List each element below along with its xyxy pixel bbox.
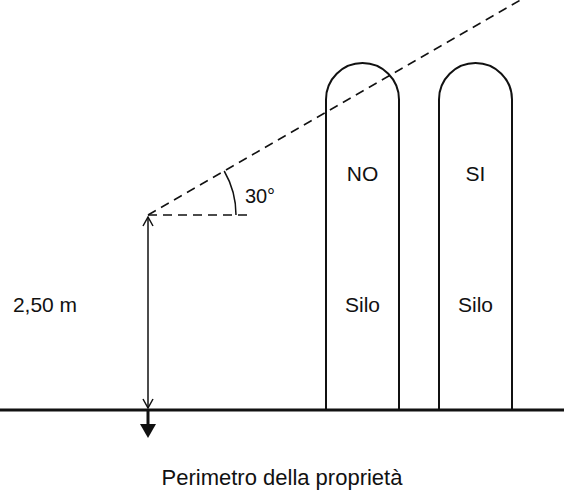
silo: SI Silo (438, 62, 513, 410)
ground-line (0, 409, 564, 412)
silo-verdict: NO (347, 162, 379, 185)
silo: NO Silo (325, 62, 400, 410)
silo-label: Silo (458, 293, 493, 316)
perimeter-label: Perimetro della proprietà (160, 466, 405, 490)
angle-label: 30° (243, 185, 277, 207)
dimension-line (147, 217, 149, 408)
perimeter-arrowhead (140, 424, 156, 438)
angle-arc (224, 171, 236, 215)
silo-label: Silo (345, 293, 380, 316)
dimension-label: 2,50 m (11, 293, 79, 316)
silo-outline (438, 62, 513, 410)
silo-verdict: SI (466, 162, 486, 185)
angle-line (148, 0, 562, 215)
silo-outline (325, 62, 400, 410)
